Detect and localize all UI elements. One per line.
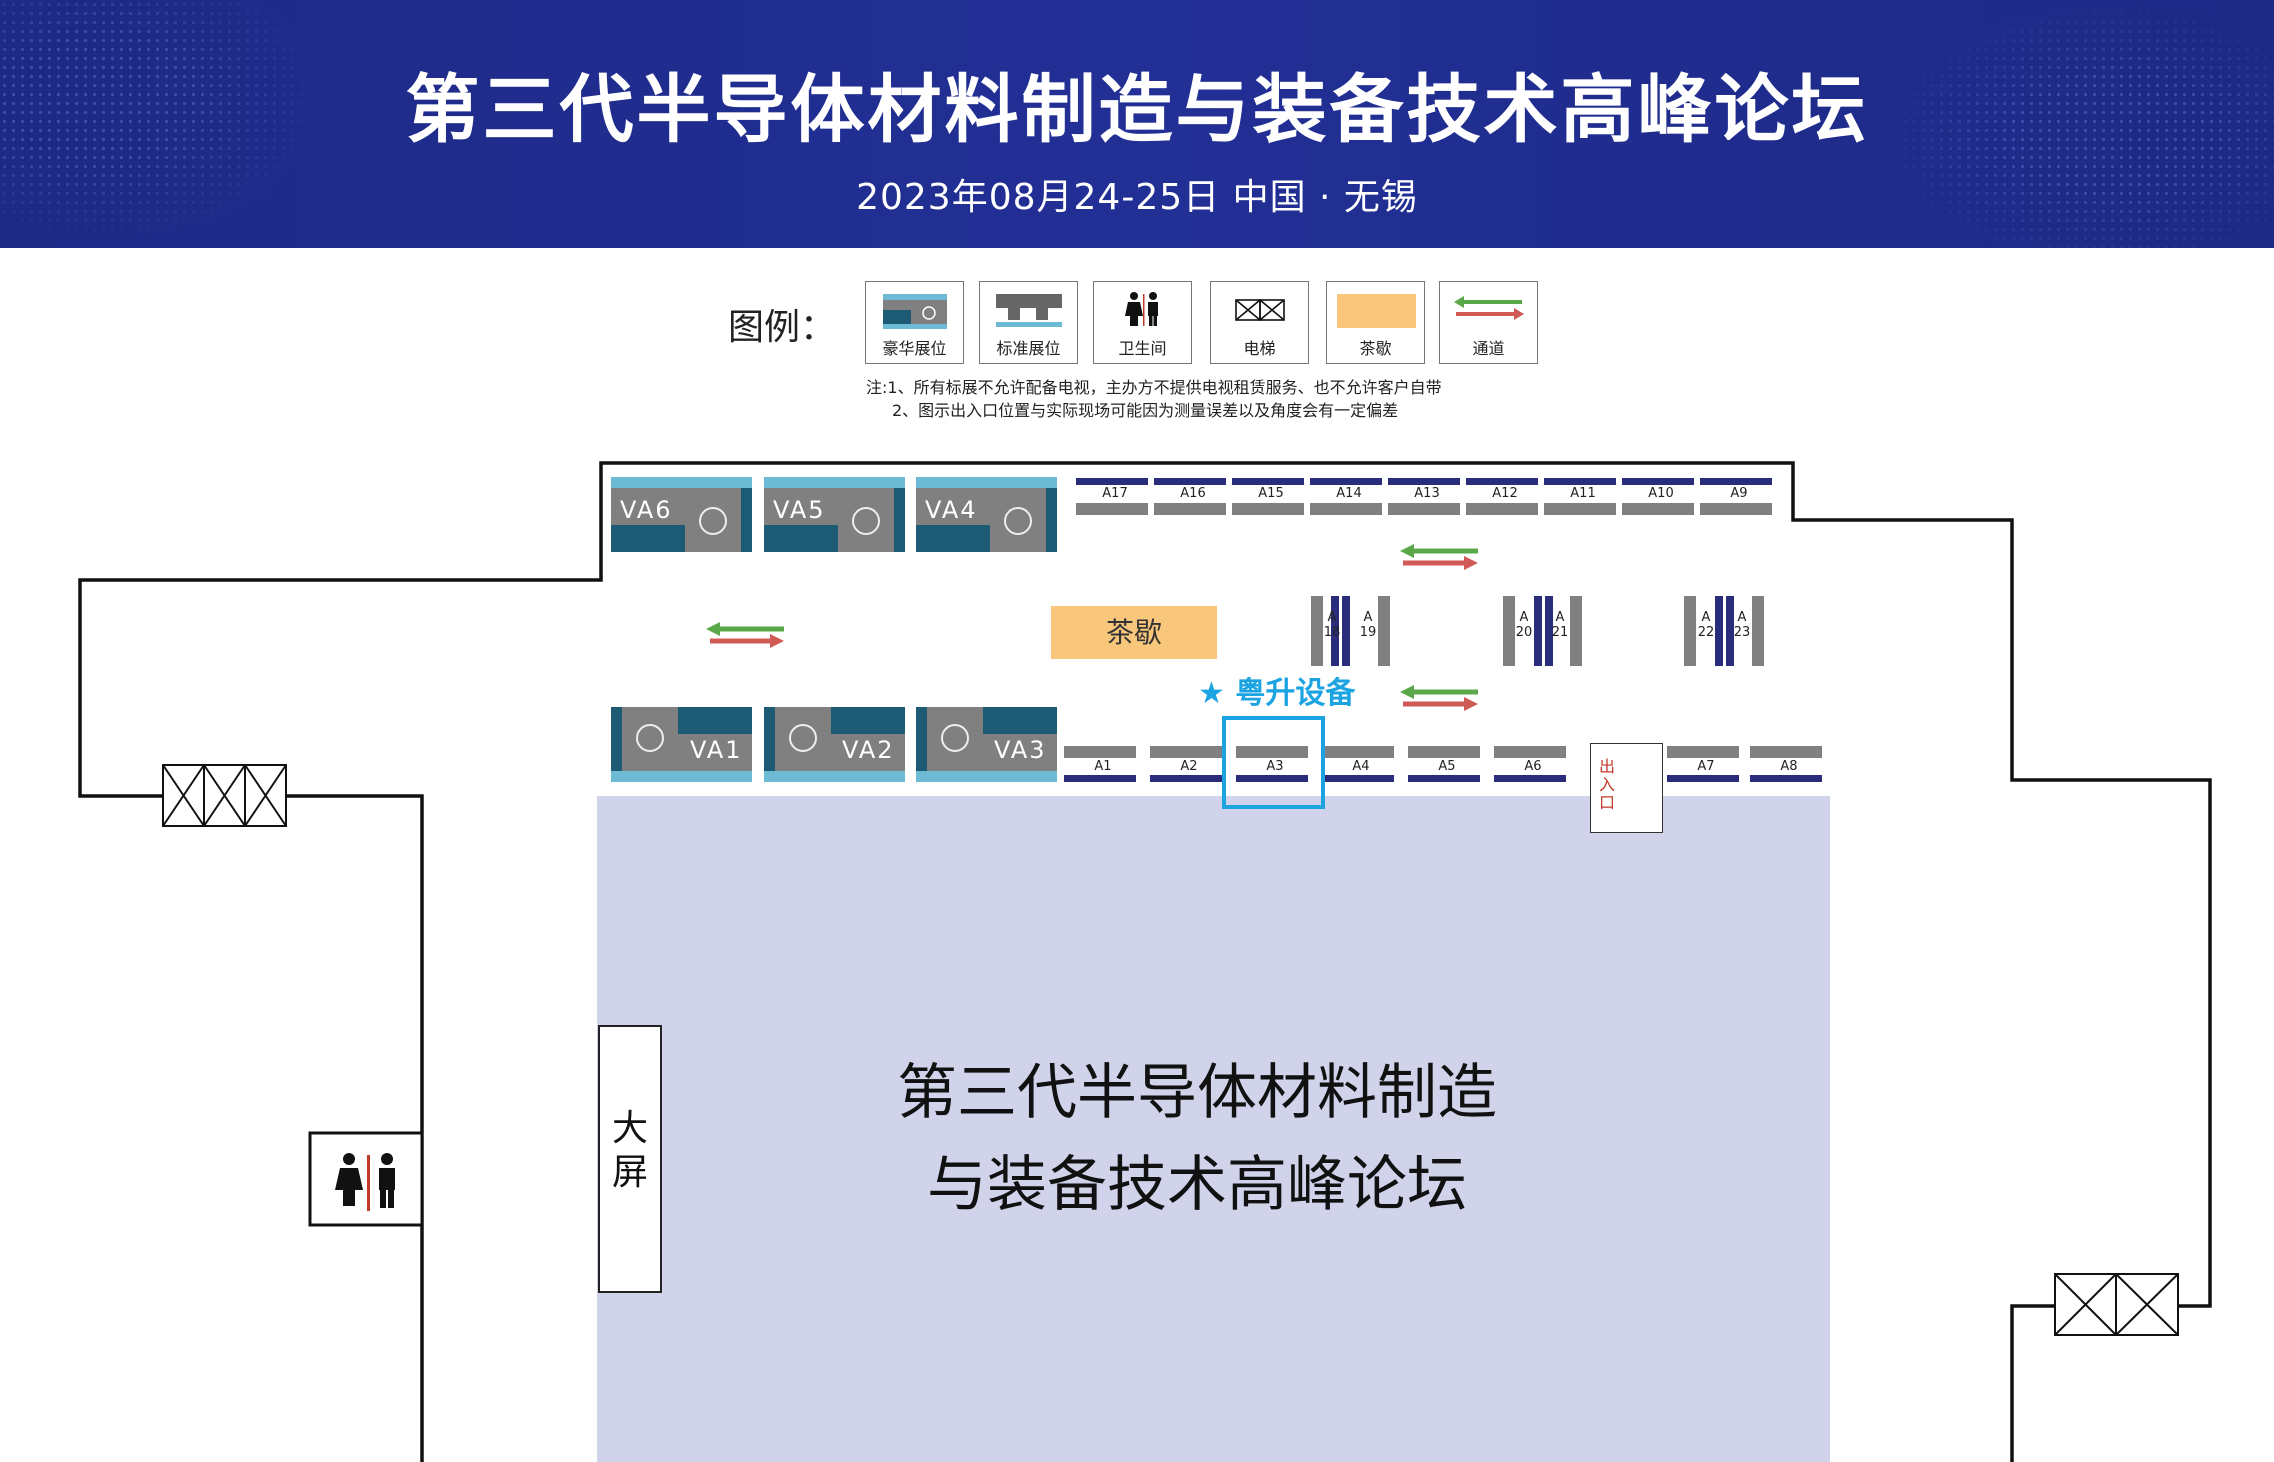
tea-break-icon	[1337, 294, 1416, 328]
booth-label-a11: A11	[1570, 486, 1596, 501]
legend-luxury-booth-caption: 豪华展位	[882, 339, 947, 358]
luxury-booth-va3[interactable]	[916, 707, 1057, 782]
luxury-booth-va4[interactable]	[916, 477, 1057, 552]
booth-label-a12: A12	[1492, 486, 1518, 501]
elevator-icon	[1235, 299, 1285, 321]
legend-label: 图例：	[728, 307, 837, 348]
note-line-1: 注:1、所有标展不允许配备电视，主办方不提供电视租赁服务、也不允许客户自带	[866, 378, 1442, 397]
legend-aisle-caption: 通道	[1472, 339, 1505, 358]
legend-luxury-booth: 豪华展位	[865, 281, 964, 364]
legend-elevator: 电梯	[1210, 281, 1309, 364]
conference-hall-line-1: 第三代半导体材料制造	[897, 1058, 1497, 1128]
big-screen: 大 屏	[598, 1025, 662, 1293]
aisle-arrows-icon	[1454, 296, 1524, 320]
booth-label-a3: A3	[1266, 759, 1284, 774]
island-booth-a22-a23[interactable]	[1684, 596, 1764, 666]
elevator-right	[2054, 1273, 2179, 1336]
entrance-exit-label: 出入口	[1599, 757, 1616, 812]
booth-label-va2: VA2	[842, 736, 895, 764]
restroom-area	[308, 1131, 424, 1227]
world-map-decoration-right	[1874, 0, 2274, 248]
booth-label-va5: VA5	[773, 496, 826, 524]
notes: 注:1、所有标展不允许配备电视，主办方不提供电视租赁服务、也不允许客户自带 2、…	[866, 376, 1442, 422]
luxury-booth-icon	[883, 294, 947, 329]
legend-standard-booth: 标准展位	[979, 281, 1078, 364]
booth-label-a16: A16	[1180, 486, 1206, 501]
legend-tea-break: 茶歇	[1326, 281, 1425, 364]
luxury-booth-va5[interactable]	[764, 477, 905, 552]
legend-aisle: 通道	[1439, 281, 1538, 364]
aisle-arrows-left	[706, 622, 784, 648]
legend-elevator-caption: 电梯	[1243, 339, 1276, 358]
booth-label-a13: A13	[1414, 486, 1440, 501]
big-screen-label-1: 大	[611, 1108, 648, 1149]
header-banner: 第三代半导体材料制造与装备技术高峰论坛 2023年08月24-25日 中国 · …	[0, 0, 2274, 248]
highlight-exhibitor-label: ★ 粤升设备	[1198, 676, 1356, 711]
booth-label-va1: VA1	[690, 736, 743, 764]
standard-booths-bottom-row[interactable]	[1064, 746, 1822, 782]
event-date-location: 2023年08月24-25日 中国 · 无锡	[856, 177, 1418, 218]
booth-label-a5: A5	[1438, 759, 1456, 774]
tea-break-area: 茶歇	[1051, 606, 1217, 659]
elevator-left	[162, 764, 287, 827]
hall-walls	[78, 461, 2212, 1462]
booth-label-va3: VA3	[994, 736, 1047, 764]
island-booth-a18-a19[interactable]	[1311, 596, 1390, 666]
booth-label-a4: A4	[1352, 759, 1370, 774]
booth-label-a1: A1	[1094, 759, 1112, 774]
legend-restroom: 卫生间	[1093, 281, 1192, 364]
booth-label-a8: A8	[1780, 759, 1798, 774]
luxury-booth-va2[interactable]	[764, 707, 905, 782]
conference-hall-line-2: 与装备技术高峰论坛	[927, 1150, 1467, 1220]
booth-label-a14: A14	[1336, 486, 1362, 501]
booth-label-va4: VA4	[925, 496, 978, 524]
luxury-booth-va6[interactable]	[611, 477, 752, 552]
booth-label-a15: A15	[1258, 486, 1284, 501]
booth-label-a2: A2	[1180, 759, 1198, 774]
legend-restroom-caption: 卫生间	[1118, 339, 1167, 358]
booth-label-a7: A7	[1697, 759, 1715, 774]
entrance-exit: 出入口	[1590, 743, 1663, 833]
restroom-icon	[1125, 292, 1158, 326]
booth-label-a17: A17	[1102, 486, 1128, 501]
aisle-arrows-top	[1400, 544, 1478, 570]
booth-label-a9: A9	[1730, 486, 1748, 501]
booth-label-a6: A6	[1524, 759, 1542, 774]
big-screen-label-2: 屏	[611, 1152, 648, 1193]
booth-label-va6: VA6	[620, 496, 673, 524]
conference-hall-label: 第三代半导体材料制造 与装备技术高峰论坛	[597, 1047, 1797, 1231]
world-map-decoration-left	[0, 0, 330, 248]
legend-standard-booth-caption: 标准展位	[996, 339, 1061, 358]
note-line-2: 2、图示出入口位置与实际现场可能因为测量误差以及角度会有一定偏差	[892, 401, 1399, 420]
legend-tea-break-caption: 茶歇	[1359, 339, 1392, 358]
aisle-arrows-middle	[1400, 685, 1478, 711]
highlight-box-a3	[1222, 716, 1325, 809]
standard-booth-icon	[996, 294, 1062, 327]
conference-hall-area	[597, 796, 1830, 1462]
page-title: 第三代半导体材料制造与装备技术高峰论坛	[405, 67, 1869, 153]
luxury-booth-va1[interactable]	[611, 707, 752, 782]
standard-booths-top-row[interactable]	[1076, 478, 1772, 515]
booth-label-a10: A10	[1648, 486, 1674, 501]
island-booth-a20-a21[interactable]	[1503, 596, 1582, 666]
